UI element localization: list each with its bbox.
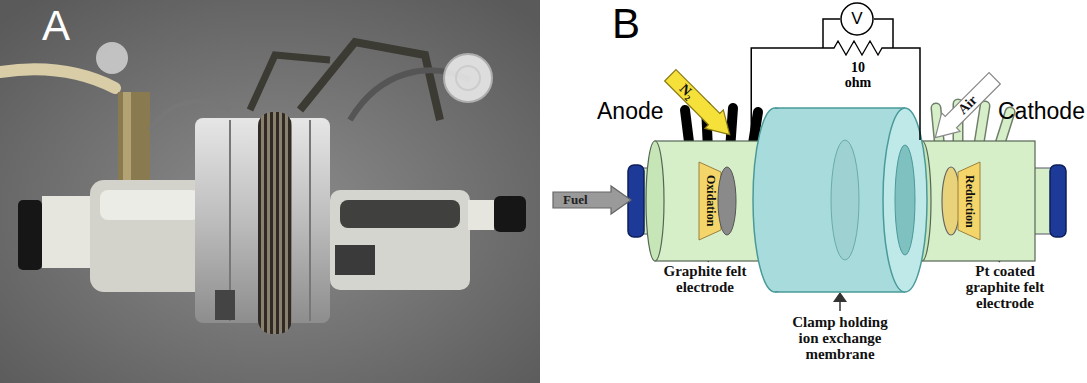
gas-inlet-arrow: N₂ xyxy=(661,66,739,144)
cathode-chamber: CathodeReduction xyxy=(912,140,1037,262)
wire-line xyxy=(894,48,920,140)
part-name: Clamp holding ion exchange membrane xyxy=(785,314,895,362)
wire-line xyxy=(823,19,840,44)
wire xyxy=(823,19,840,44)
wire xyxy=(874,19,893,44)
part-name: Pt coated graphite felt electrode xyxy=(955,263,1055,311)
text-holder: Reduction xyxy=(956,158,982,244)
chamber-heading: Cathode xyxy=(998,98,1085,125)
wire xyxy=(751,48,822,140)
anode-chamber: AnodeOxidation xyxy=(645,140,770,262)
resistor-symbol: 10 ohm xyxy=(822,44,894,96)
resistance-value: 10 ohm xyxy=(840,60,876,90)
electrode: Oxidation xyxy=(697,158,737,244)
device-photo xyxy=(0,0,540,383)
reaction-label: Reduction xyxy=(962,175,977,228)
air-inlet-arrow: Air xyxy=(926,69,1004,147)
panel-letter: A xyxy=(42,4,102,48)
wire-line xyxy=(874,19,893,44)
voltmeter-symbol: V xyxy=(840,2,874,36)
reaction-label: Oxidation xyxy=(703,175,718,226)
part-name: Graphite felt electrode xyxy=(655,263,755,295)
chamber-heading: Anode xyxy=(597,98,664,125)
wire xyxy=(894,48,920,140)
fuel-label: Fuel xyxy=(563,192,588,208)
meter-label: V xyxy=(840,2,874,36)
electrode: Reduction xyxy=(942,158,982,244)
shape-outline xyxy=(661,66,739,144)
clamp-ring xyxy=(753,108,927,292)
text-holder: Oxidation xyxy=(697,158,723,244)
wire-line xyxy=(751,48,822,140)
panel-letter: B xyxy=(612,2,672,46)
fuel-inlet-arrow: Fuel xyxy=(553,186,631,214)
